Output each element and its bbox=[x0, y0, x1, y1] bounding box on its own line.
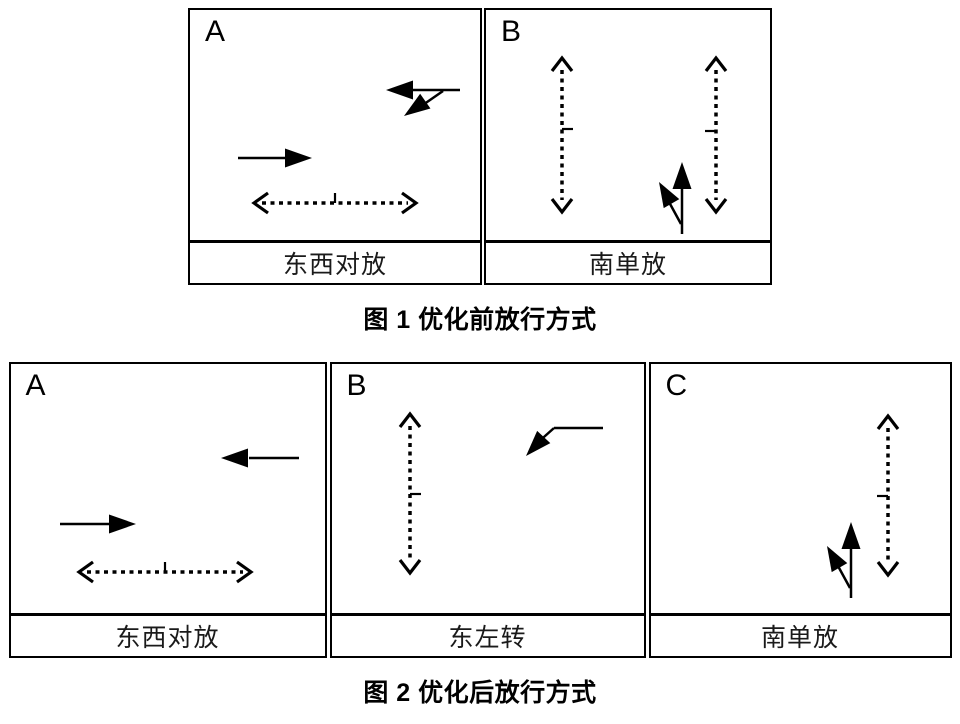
panel-label: 东左转 bbox=[331, 613, 644, 656]
figure-1-panel-b-canvas: B bbox=[486, 10, 770, 240]
figure-2-panels: A bbox=[0, 362, 960, 658]
east-west-pedestrian-crossing-arrow bbox=[75, 560, 254, 584]
figure-1-panel-b: B bbox=[484, 8, 772, 285]
westbound-through-arrow bbox=[386, 80, 460, 100]
figure-2-panel-c: C bbox=[648, 362, 952, 658]
southbound-through-arrow bbox=[841, 522, 860, 598]
figure-1-panel-a-canvas: A bbox=[190, 10, 480, 240]
pedestrian-crossing-arrow bbox=[398, 411, 421, 576]
panel-label: 东西对放 bbox=[190, 240, 480, 283]
figure-2-panel-a-canvas: A bbox=[11, 364, 325, 613]
southbound-left-turn-arrow bbox=[826, 546, 851, 589]
figure-2-caption: 图 2 优化后放行方式 bbox=[363, 679, 597, 707]
figure-2-panel-c-canvas: C bbox=[651, 364, 950, 613]
panel-label: 南单放 bbox=[486, 240, 770, 283]
panel-label: 南单放 bbox=[650, 613, 950, 656]
figure-2-panel-a-drawing bbox=[59, 448, 299, 584]
eastbound-through-arrow bbox=[238, 148, 312, 168]
figure-1-panel-a: A bbox=[188, 8, 482, 285]
panel-letter: A bbox=[205, 15, 226, 48]
panel-letter: A bbox=[25, 369, 47, 402]
figure-1-panels: A bbox=[0, 8, 960, 285]
figure-2-panel-b-canvas: B bbox=[332, 364, 644, 613]
left-pedestrian-crossing-arrow bbox=[550, 55, 574, 215]
westbound-left-turn-arrow bbox=[404, 89, 444, 116]
panel-letter: C bbox=[665, 369, 688, 402]
figure-1-panel-a-drawing bbox=[238, 80, 460, 215]
westbound-through-arrow bbox=[220, 448, 299, 468]
panel-letter: B bbox=[346, 369, 368, 402]
figure-2-panel-b-drawing bbox=[398, 411, 603, 576]
east-west-pedestrian-crossing-arrow bbox=[251, 191, 419, 215]
figure-1-panel-b-drawing bbox=[550, 55, 728, 234]
figure-2-panel-a: A bbox=[8, 362, 327, 658]
southbound-left-turn-arrow bbox=[659, 182, 683, 225]
figure-1-caption: 图 1 优化前放行方式 bbox=[363, 306, 597, 334]
panel-label: 东西对放 bbox=[10, 613, 325, 656]
eastbound-through-arrow bbox=[59, 514, 136, 534]
document-page: A bbox=[0, 8, 960, 724]
pedestrian-crossing-arrow bbox=[876, 413, 899, 578]
southbound-through-arrow bbox=[672, 162, 692, 234]
eastbound-left-turn-arrow bbox=[525, 426, 603, 456]
panel-letter: B bbox=[501, 15, 522, 48]
figure-2-panel-c-drawing bbox=[826, 413, 899, 598]
right-pedestrian-crossing-arrow bbox=[704, 55, 728, 215]
figure-2-panel-b: B 东左转 bbox=[329, 362, 646, 658]
